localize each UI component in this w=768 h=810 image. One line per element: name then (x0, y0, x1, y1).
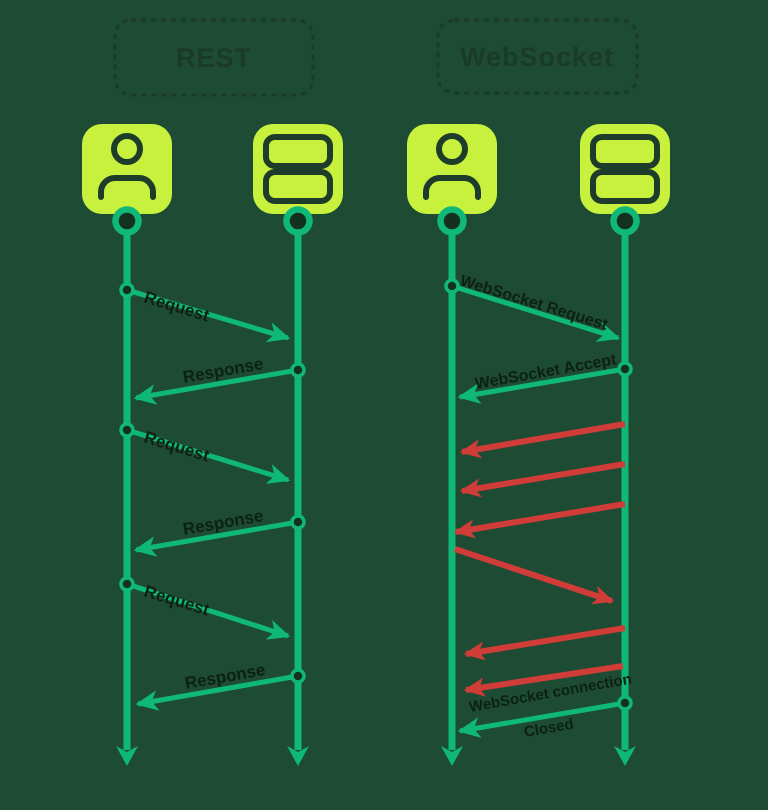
message-arrow-data (463, 663, 624, 697)
lifeline-end-arrow (287, 746, 309, 766)
arrow-start-node (444, 278, 460, 294)
message-arrow-ws-close (457, 700, 626, 738)
server-rack-icon (590, 134, 660, 169)
rest-panel: REST Request (82, 18, 343, 766)
lifeline-start-node (610, 206, 640, 236)
user-icon (407, 124, 497, 214)
message-arrow-ws-request (451, 283, 621, 342)
rest-client-user-icon (82, 124, 172, 214)
websocket-panel: WebSocket (407, 18, 670, 766)
lifeline-start-node (283, 206, 313, 236)
arrow-start-node (617, 695, 633, 711)
arrow-start-node (290, 668, 306, 684)
arrow-start-node (290, 514, 306, 530)
arrow-start-node (119, 422, 135, 438)
arrow-start-node (119, 576, 135, 592)
websocket-server-icon (580, 124, 670, 214)
websocket-title: WebSocket (460, 42, 614, 72)
server-rack-icon (263, 169, 333, 204)
message-arrow-data (459, 421, 626, 459)
user-head-icon (436, 133, 468, 165)
message-arrow-request (126, 287, 291, 343)
message-arrow-response (135, 673, 299, 711)
message-arrow-data (463, 625, 626, 661)
lifeline-start-node (112, 206, 142, 236)
message-arrow-ws-accept (457, 366, 626, 404)
message-arrow-data (453, 501, 626, 539)
message-label: Request (142, 582, 212, 620)
server-rack-icon (590, 169, 660, 204)
rest-title-box (113, 18, 315, 97)
arrow-start-node (119, 282, 135, 298)
message-arrow-data (459, 461, 626, 498)
user-shoulders-icon (98, 175, 156, 200)
message-arrow-data (454, 546, 615, 605)
message-arrow-request (126, 427, 291, 484)
lifeline-end-arrow (614, 746, 636, 766)
websocket-client-user-icon (407, 124, 497, 214)
user-shoulders-icon (423, 175, 481, 200)
lifeline-end-arrow (116, 746, 138, 766)
server-rack-icon (263, 134, 333, 169)
message-label: WebSocket Request (458, 273, 610, 334)
message-arrow-request (126, 581, 291, 640)
lifeline-end-arrow (441, 746, 463, 766)
rest-title: REST (176, 43, 252, 73)
websocket-title-box (436, 18, 639, 95)
message-label: Request (142, 428, 212, 466)
arrow-start-node (617, 361, 633, 377)
message-label: Request (142, 288, 212, 326)
rest-server-icon (253, 124, 343, 214)
user-head-icon (111, 133, 143, 165)
message-arrow-response (133, 519, 299, 557)
arrow-start-node (290, 362, 306, 378)
message-arrow-response (133, 367, 299, 405)
lifeline-start-node (437, 206, 467, 236)
user-icon (82, 124, 172, 214)
